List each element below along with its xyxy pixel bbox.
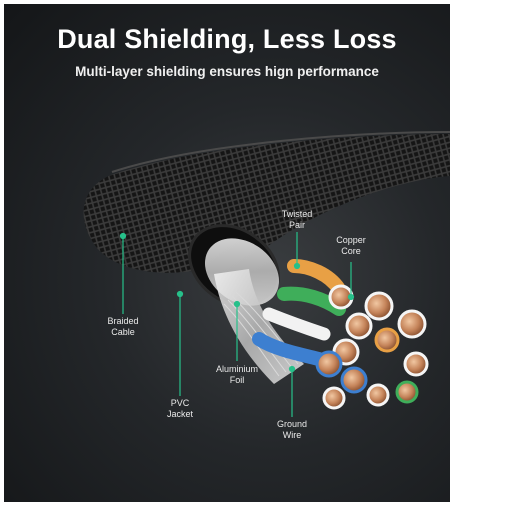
- label-copper-core: Copper Core: [336, 235, 366, 256]
- page-subtitle: Multi-layer shielding ensures hign perfo…: [75, 64, 379, 79]
- product-image: Dual Shielding, Less Loss Multi-layer sh…: [4, 4, 450, 502]
- page-title: Dual Shielding, Less Loss: [57, 24, 397, 54]
- cable-illustration: [83, 131, 450, 417]
- orange-pair-wire: [287, 259, 346, 296]
- blue-pair-wire: [252, 332, 326, 366]
- label-ground-wire: Ground Wire: [276, 419, 308, 440]
- label-aluminium-foil: Aluminium Foil: [215, 364, 258, 385]
- white-pair-wire: [262, 307, 331, 341]
- copper-cores: [315, 284, 429, 410]
- braided-cable-body: [83, 134, 450, 273]
- label-twisted-pair: Twisted Pair: [281, 209, 313, 230]
- label-braided-cable: Braided Cable: [107, 316, 139, 337]
- label-pvc-jacket: PVC Jacket: [166, 398, 193, 419]
